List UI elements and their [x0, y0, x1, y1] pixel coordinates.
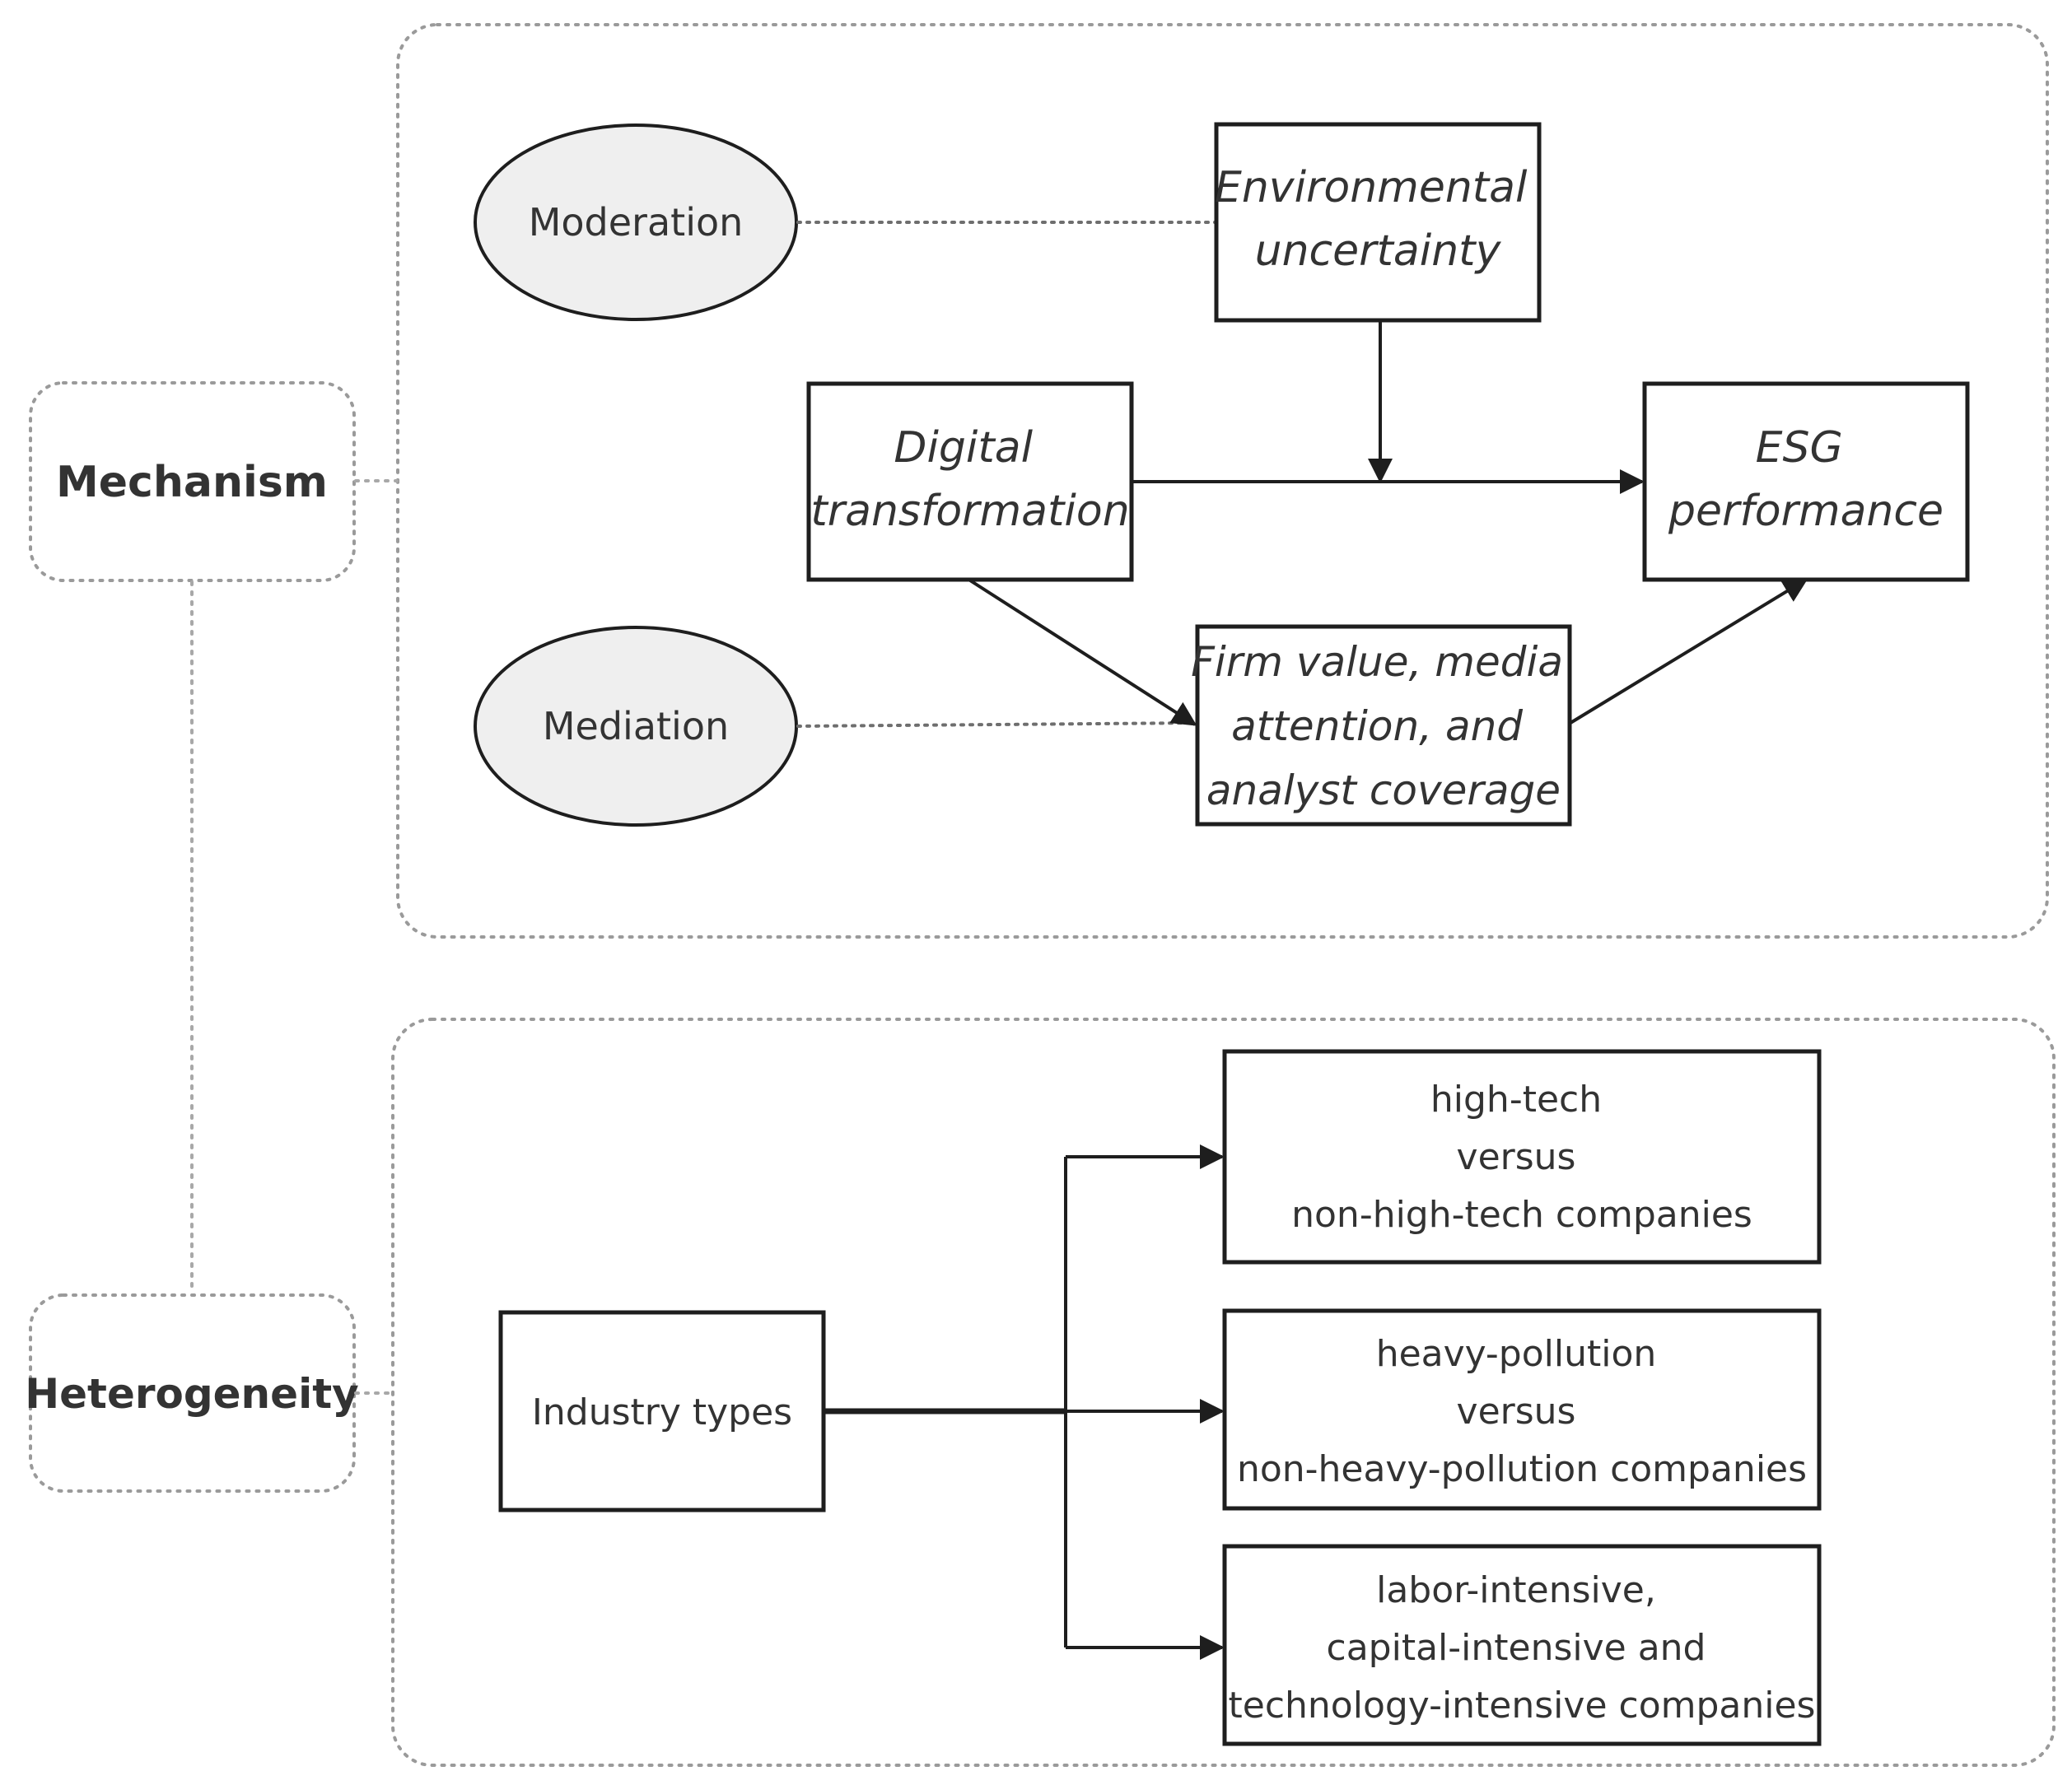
- group-3-line-1: labor-intensive,: [1376, 1569, 1656, 1611]
- esg-performance-label: ESG performance: [1668, 423, 1944, 536]
- mediators-line-3: analyst coverage: [1206, 767, 1561, 814]
- environmental-uncertainty-label: Environmental uncertainty: [1215, 163, 1541, 276]
- digital-transformation-line-2: transformation: [810, 487, 1129, 536]
- environmental-uncertainty-line-2: uncertainty: [1255, 226, 1502, 276]
- environmental-uncertainty-line-1: Environmental: [1215, 163, 1528, 212]
- digital-transformation-box: [806, 381, 1134, 582]
- moderation-label: Moderation: [529, 200, 744, 245]
- esg-performance-line-2: performance: [1668, 487, 1944, 536]
- esg-performance-box: [1642, 381, 1970, 582]
- mediators-box: [1195, 624, 1572, 827]
- mechanism-label-frame: [29, 381, 356, 582]
- mediators-line-1: Firm value, media: [1191, 638, 1563, 686]
- esg-performance-line-1: ESG: [1756, 423, 1843, 473]
- group-box-heavy-pollution: [1222, 1308, 1822, 1511]
- mediation-label: Mediation: [543, 704, 729, 748]
- group-box-factor-intensity: [1222, 1544, 1822, 1746]
- group-3-line-2: capital-intensive and: [1327, 1627, 1706, 1669]
- mediation-link: [796, 721, 1197, 728]
- group-label-high-tech: high-tech versus non-high-tech companies: [1291, 1079, 1752, 1236]
- arrow-mediators-to-esg: [1569, 578, 1808, 725]
- mechanism-label: Mechanism: [56, 458, 328, 507]
- group-box-high-tech: [1222, 1049, 1822, 1265]
- group-label-heavy-pollution: heavy-pollution versus non-heavy-polluti…: [1237, 1333, 1807, 1490]
- digital-transformation-line-1: Digital: [894, 423, 1033, 473]
- environmental-uncertainty-box: [1214, 122, 1542, 323]
- group-1-line-3: non-high-tech companies: [1291, 1194, 1752, 1236]
- digital-transformation-label: Digital transformation: [810, 423, 1129, 536]
- group-1-line-1: high-tech: [1430, 1079, 1602, 1121]
- group-1-line-2: versus: [1457, 1136, 1576, 1178]
- mediators-line-2: attention, and: [1231, 702, 1523, 750]
- heterogeneity-panel-frame: [391, 1018, 2056, 1767]
- mediators-label: Firm value, media attention, and analyst…: [1191, 638, 1576, 814]
- arrow-digital-to-mediators: [968, 579, 1197, 726]
- group-3-line-3: technology-intensive companies: [1229, 1685, 1816, 1727]
- industry-types-label: Industry types: [532, 1391, 792, 1433]
- group-2-line-1: heavy-pollution: [1376, 1333, 1657, 1375]
- group-2-line-2: versus: [1457, 1391, 1576, 1433]
- group-2-line-3: non-heavy-pollution companies: [1237, 1448, 1807, 1490]
- heterogeneity-label: Heterogeneity: [25, 1370, 358, 1418]
- group-label-factor-intensity: labor-intensive, capital-intensive and t…: [1229, 1569, 1816, 1727]
